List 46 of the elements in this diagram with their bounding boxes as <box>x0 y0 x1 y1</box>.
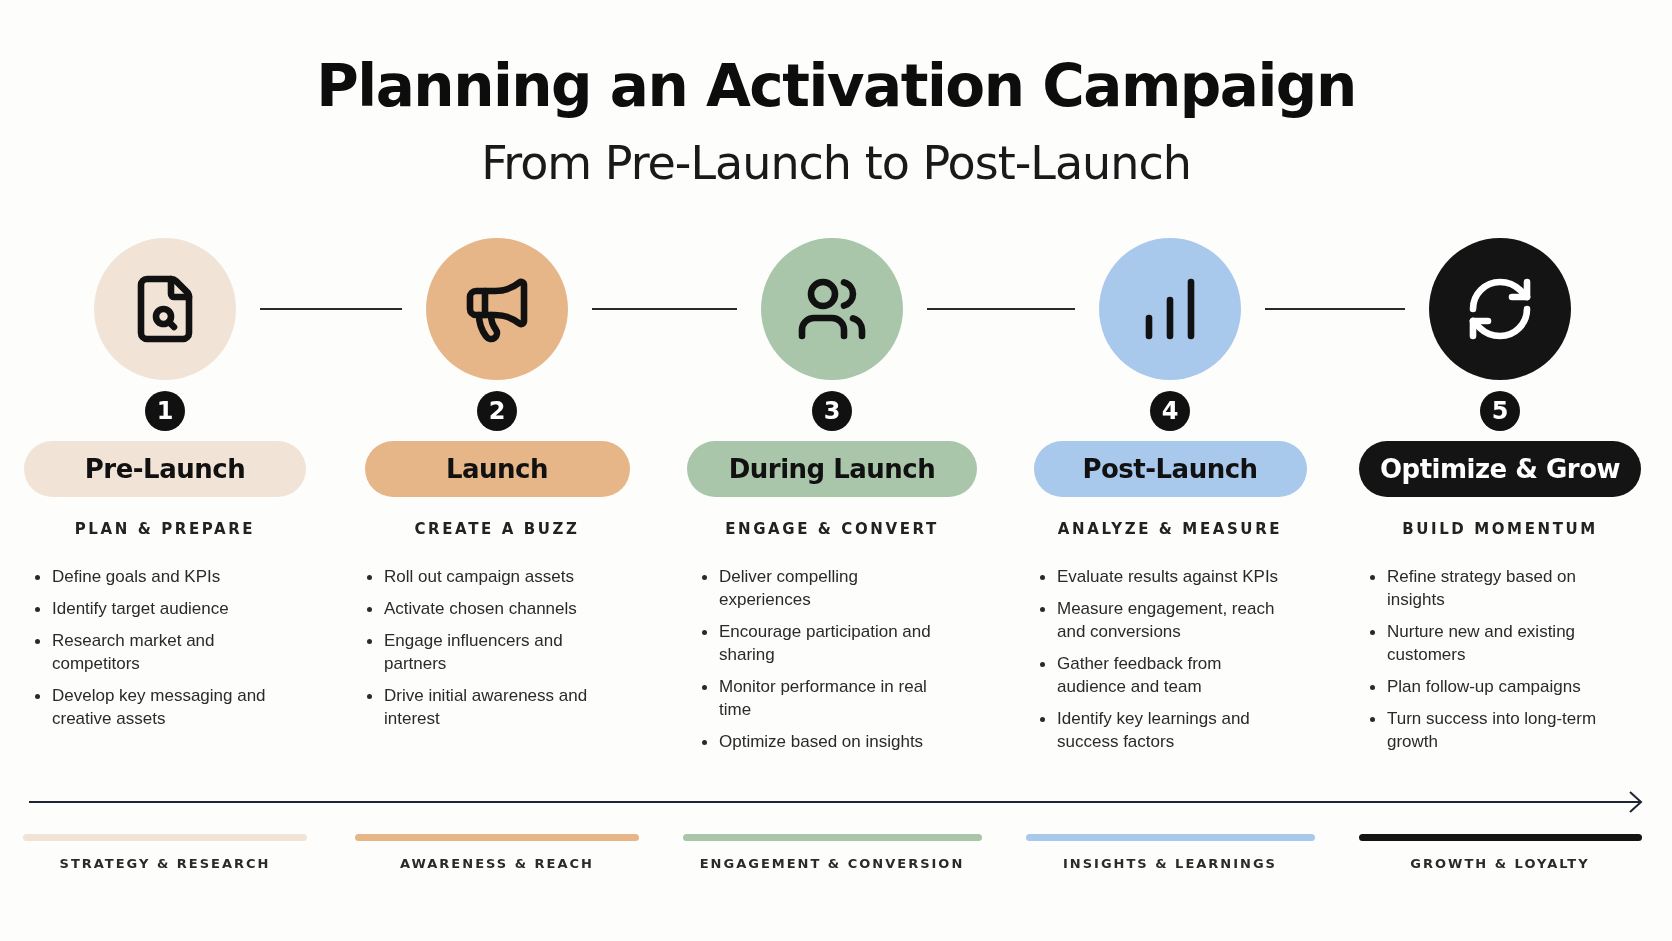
bullet-item: Identify key learnings and success factors <box>1057 708 1251 753</box>
phase-subheading: PLAN & PREPARE <box>73 520 257 538</box>
phase-subheading: CREATE A BUZZ <box>413 520 581 538</box>
phase-subheading: BUILD MOMENTUM <box>1401 520 1599 538</box>
bullet-item: Develop key messaging and creative assets <box>52 685 267 730</box>
bullet-item: Evaluate results against KPIs <box>1057 566 1279 588</box>
legend-label: STRATEGY & RESEARCH <box>58 856 272 871</box>
bullet-item: Deliver compelling experiences <box>719 566 859 611</box>
legend-label: AWARENESS & REACH <box>399 856 595 871</box>
bullet-item: Drive initial awareness and interest <box>384 685 589 730</box>
connector-line <box>591 308 738 310</box>
phase-subheading: ANALYZE & MEASURE <box>1056 520 1284 538</box>
step-number: 2 <box>477 391 517 431</box>
phase-pill: Pre-Launch <box>24 441 306 497</box>
phase-pill: Launch <box>364 441 630 497</box>
bullet-item: Measure engagement, reach and conversions <box>1057 598 1276 643</box>
bullet-item: Identify target audience <box>52 598 229 620</box>
step-number: 3 <box>812 391 852 431</box>
bullet-item: Activate chosen channels <box>384 598 577 620</box>
phase-pill: Post-Launch <box>1033 441 1307 497</box>
legend-label: GROWTH & LOYALTY <box>1409 856 1591 871</box>
bullet-item: Plan follow-up campaigns <box>1387 676 1581 698</box>
connector-line <box>1264 308 1406 310</box>
step-number: 1 <box>145 391 185 431</box>
bullet-item: Roll out campaign assets <box>384 566 574 588</box>
bullet-item: Define goals and KPIs <box>52 566 221 588</box>
bullet-item: Encourage participation and sharing <box>719 621 932 666</box>
legend-label: ENGAGEMENT & CONVERSION <box>698 856 966 871</box>
phase-pill: During Launch <box>687 441 977 497</box>
phase-subheading: ENGAGE & CONVERT <box>724 520 940 538</box>
phase-pill: Optimize & Grow <box>1359 441 1641 497</box>
subtitle: From Pre-Launch to Post-Launch <box>480 136 1192 190</box>
legend-label: INSIGHTS & LEARNINGS <box>1062 856 1278 871</box>
bullet-item: Optimize based on insights <box>719 731 924 753</box>
title: Planning an Activation Campaign <box>315 52 1357 120</box>
bullet-item: Nurture new and existing customers <box>1387 621 1577 666</box>
bullet-item: Refine strategy based on insights <box>1387 566 1577 611</box>
bullet-item: Gather feedback from audience and team <box>1057 653 1223 698</box>
bullet-item: Monitor performance in real time <box>719 676 928 721</box>
bullet-item: Engage influencers and partners <box>384 630 564 675</box>
bullet-item: Research market and competitors <box>52 630 216 675</box>
step-number: 4 <box>1150 391 1190 431</box>
connector-line <box>259 308 403 310</box>
connector-line <box>926 308 1076 310</box>
bullet-item: Turn success into long-term growth <box>1387 708 1598 753</box>
step-number: 5 <box>1480 391 1520 431</box>
